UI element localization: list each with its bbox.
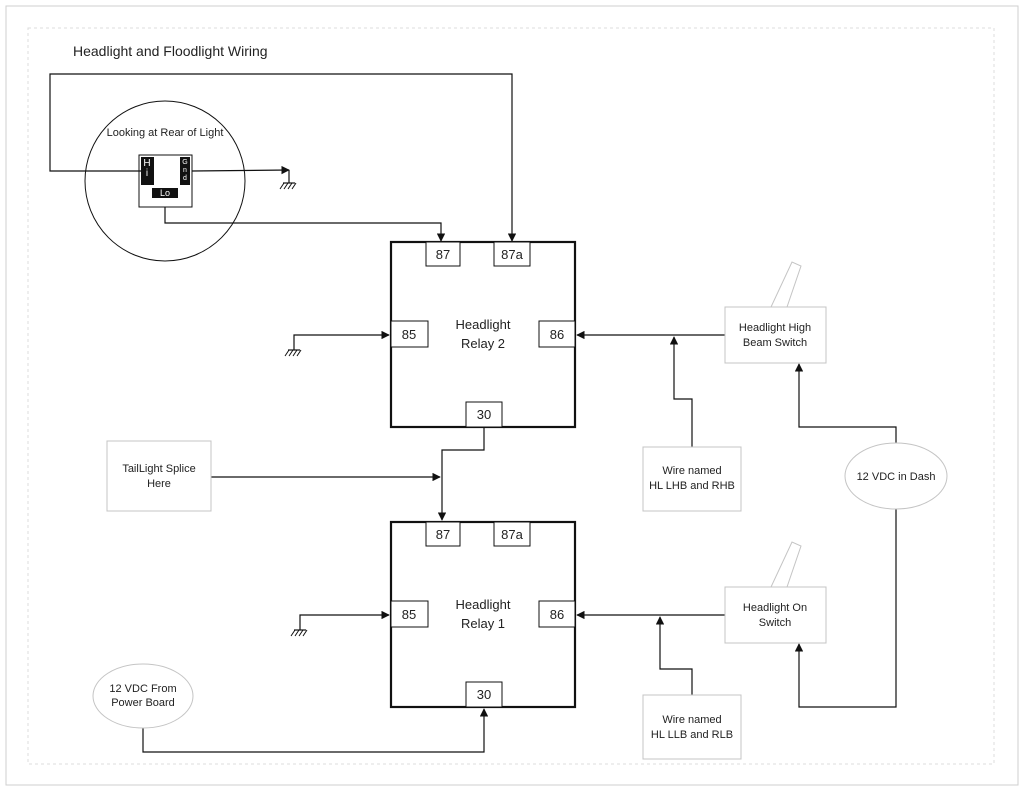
relay-1-pin-86-label: 86 xyxy=(550,607,564,622)
wire-r2-30-to-r1-87 xyxy=(437,427,485,521)
dash-12vdc-oval xyxy=(844,442,948,510)
wire-hb-box xyxy=(642,446,742,512)
relay-2-pin-87 xyxy=(425,241,461,267)
on-switch-box xyxy=(724,586,827,644)
hi-terminal xyxy=(141,157,154,185)
rear-of-light-circle xyxy=(84,100,246,262)
high-beam-switch-box xyxy=(724,306,827,364)
relay-2-pin-86 xyxy=(538,320,576,348)
relay-1-pin-85 xyxy=(390,600,429,628)
ground-icon-r2 xyxy=(284,349,302,357)
relay-1-pin-30 xyxy=(465,681,503,708)
relay-2-pin-87a xyxy=(493,241,531,267)
wire-gnd xyxy=(191,165,290,175)
lo-terminal-label: Lo xyxy=(160,188,170,198)
dash-12vdc-label: 12 VDC in Dash xyxy=(857,471,936,483)
wire-hl-lb-to-r1-86 xyxy=(655,616,693,695)
wire-hl-hb-to-r2-86 xyxy=(669,336,693,447)
relay-2-pin-87-label: 87 xyxy=(436,247,450,262)
relay-2-pin-86-label: 86 xyxy=(550,327,564,342)
wire-hi-to-87a xyxy=(49,73,517,242)
relay-1-pin-87a-label: 87a xyxy=(501,527,523,542)
relay-2-pin-85-label: 85 xyxy=(402,327,416,342)
page-border xyxy=(5,5,1019,786)
ground-icon xyxy=(279,182,297,190)
ground-icon-r1 xyxy=(290,629,308,637)
wire-lb-box xyxy=(642,694,742,760)
power-board-oval xyxy=(92,663,194,729)
wire-dash-to-on-switch xyxy=(794,508,897,708)
relay-1-pin-87-label: 87 xyxy=(436,527,450,542)
relay-1-pin-87a xyxy=(493,521,531,547)
relay-1-pin-87 xyxy=(425,521,461,547)
relay-1-pin-85-label: 85 xyxy=(402,607,416,622)
wire-lo-to-87 xyxy=(164,207,446,242)
wire-r1-85-ground xyxy=(299,610,390,630)
lo-terminal xyxy=(152,188,178,198)
relay-1-pin-30-label: 30 xyxy=(477,687,491,702)
gnd-terminal xyxy=(180,157,190,185)
wire-power-to-r1-30 xyxy=(142,708,489,753)
relay-2-pin-87a-label: 87a xyxy=(501,247,523,262)
relay-1-pin-86 xyxy=(538,600,576,628)
wire-dash-to-hb-switch xyxy=(794,363,897,444)
relay-2-pin-30-label: 30 xyxy=(477,407,491,422)
on-switch-toggle-lever xyxy=(770,541,802,588)
relay-2-pin-30 xyxy=(465,401,503,428)
taillight-splice-box xyxy=(106,440,212,512)
rear-of-light-label: Looking at Rear of Light xyxy=(107,127,224,139)
diagram-title: Headlight and Floodlight Wiring xyxy=(73,43,268,59)
print-margin xyxy=(27,27,995,765)
wire-r2-85-ground xyxy=(293,330,390,350)
relay-2-pin-85 xyxy=(390,320,429,348)
high-beam-toggle-lever xyxy=(770,261,802,308)
